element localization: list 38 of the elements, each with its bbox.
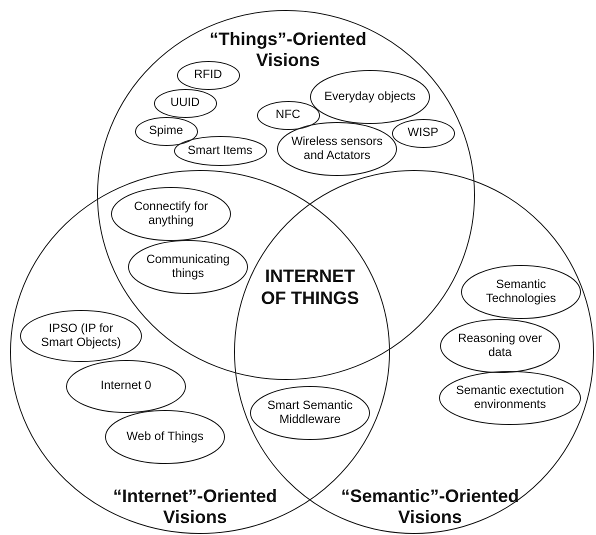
set-heading: “Things”-Oriented Visions [210,29,368,70]
concept-label: Spime [148,124,183,138]
concept-oval [176,60,240,90]
concept-oval [134,116,198,146]
concept-oval [154,88,216,118]
concept-label: Wireless sensors and Actators [290,135,384,163]
concept-oval [128,240,248,294]
concept-oval [250,386,370,440]
concept-oval [20,310,142,362]
concept-label: Communicating things [145,253,231,281]
set-heading: “Semantic”-Oriented Visions [340,486,520,528]
set-heading: “Internet”-Oriented Visions [112,486,278,528]
concept-label: RFID [194,68,222,82]
concept-label: Web of Things [126,430,204,444]
concept-label: Connectify for anything [132,200,210,228]
concept-label: WISP [408,126,438,140]
concept-oval [174,136,266,166]
concept-oval [66,360,186,412]
concept-label: Reasoning over data [456,332,544,360]
concept-label: Smart Items [188,144,252,158]
concept-oval [256,100,320,130]
concept-oval [439,371,581,425]
concept-label: Internet 0 [100,379,152,393]
concept-label: Semantic Technologies [484,278,558,306]
concept-label: UUID [170,96,200,110]
concept-label: NFC [276,108,300,122]
concept-label: Everyday objects [324,90,416,104]
center-title: INTERNET OF THINGS [260,266,360,310]
concept-oval [310,70,430,124]
concept-label: Semantic exectution environments [454,384,566,412]
concept-oval [440,319,560,373]
concept-oval [111,187,231,241]
concept-oval [392,118,454,148]
concept-label: IPSO (IP for Smart Objects) [40,322,122,350]
concept-oval [105,410,225,464]
concept-oval [277,122,397,176]
concept-label: Smart Semantic Middleware [266,399,354,427]
concept-oval [461,265,581,319]
